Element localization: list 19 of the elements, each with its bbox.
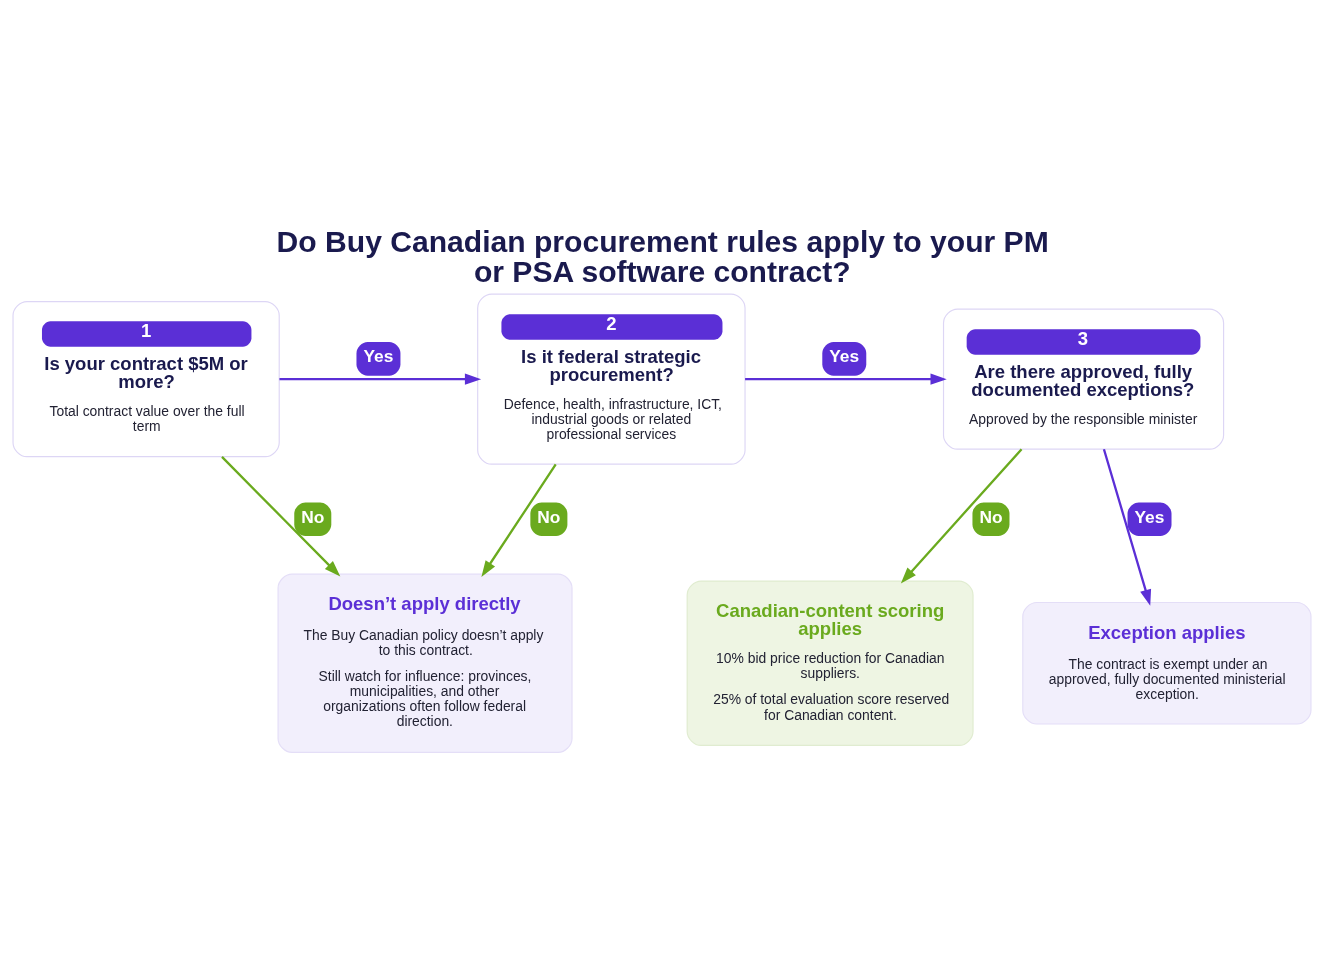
arrow <box>745 373 947 385</box>
node-box: 1 Is your contract $5M or more? Total contract value over the full term <box>12 301 280 458</box>
diagram-title: Do Buy Canadian procurement rules apply to your PM or PSA software contract? <box>276 225 1049 289</box>
node-box: Doesn’t apply directly The Buy Canadian policy doesn’t apply to this contract. Still watch for influence: provinces, municipalities, and other organizations often follow federal direction. <box>277 573 573 753</box>
arrow <box>221 456 341 577</box>
arrow <box>481 463 557 577</box>
edge-label: No <box>537 506 561 527</box>
node-box: Exception applies The contract is exempt under an approved, fully documented ministerial exception. <box>1022 601 1312 725</box>
arrow <box>1102 448 1152 606</box>
arrow <box>279 373 482 385</box>
node-box: Canadian-content scoring applies 10% bid price reduction for Canadian suppliers. 25% of total evaluation score reserved for Canadian content. <box>686 580 974 746</box>
node-box: 2 Is it federal strategic procurement? Defence, health, infrastructure, ICT, industrial goods or related professional services <box>477 293 746 465</box>
edge-label: Yes <box>829 346 860 367</box>
edge-label: Yes <box>363 346 394 367</box>
edge-label: No <box>301 506 325 527</box>
node-box: 3 Are there approved, fully documented exceptions? Approved by the responsible minister <box>942 308 1225 450</box>
edge-label: No <box>979 506 1003 527</box>
edge-label: Yes <box>1134 506 1165 527</box>
arrow <box>900 448 1023 584</box>
